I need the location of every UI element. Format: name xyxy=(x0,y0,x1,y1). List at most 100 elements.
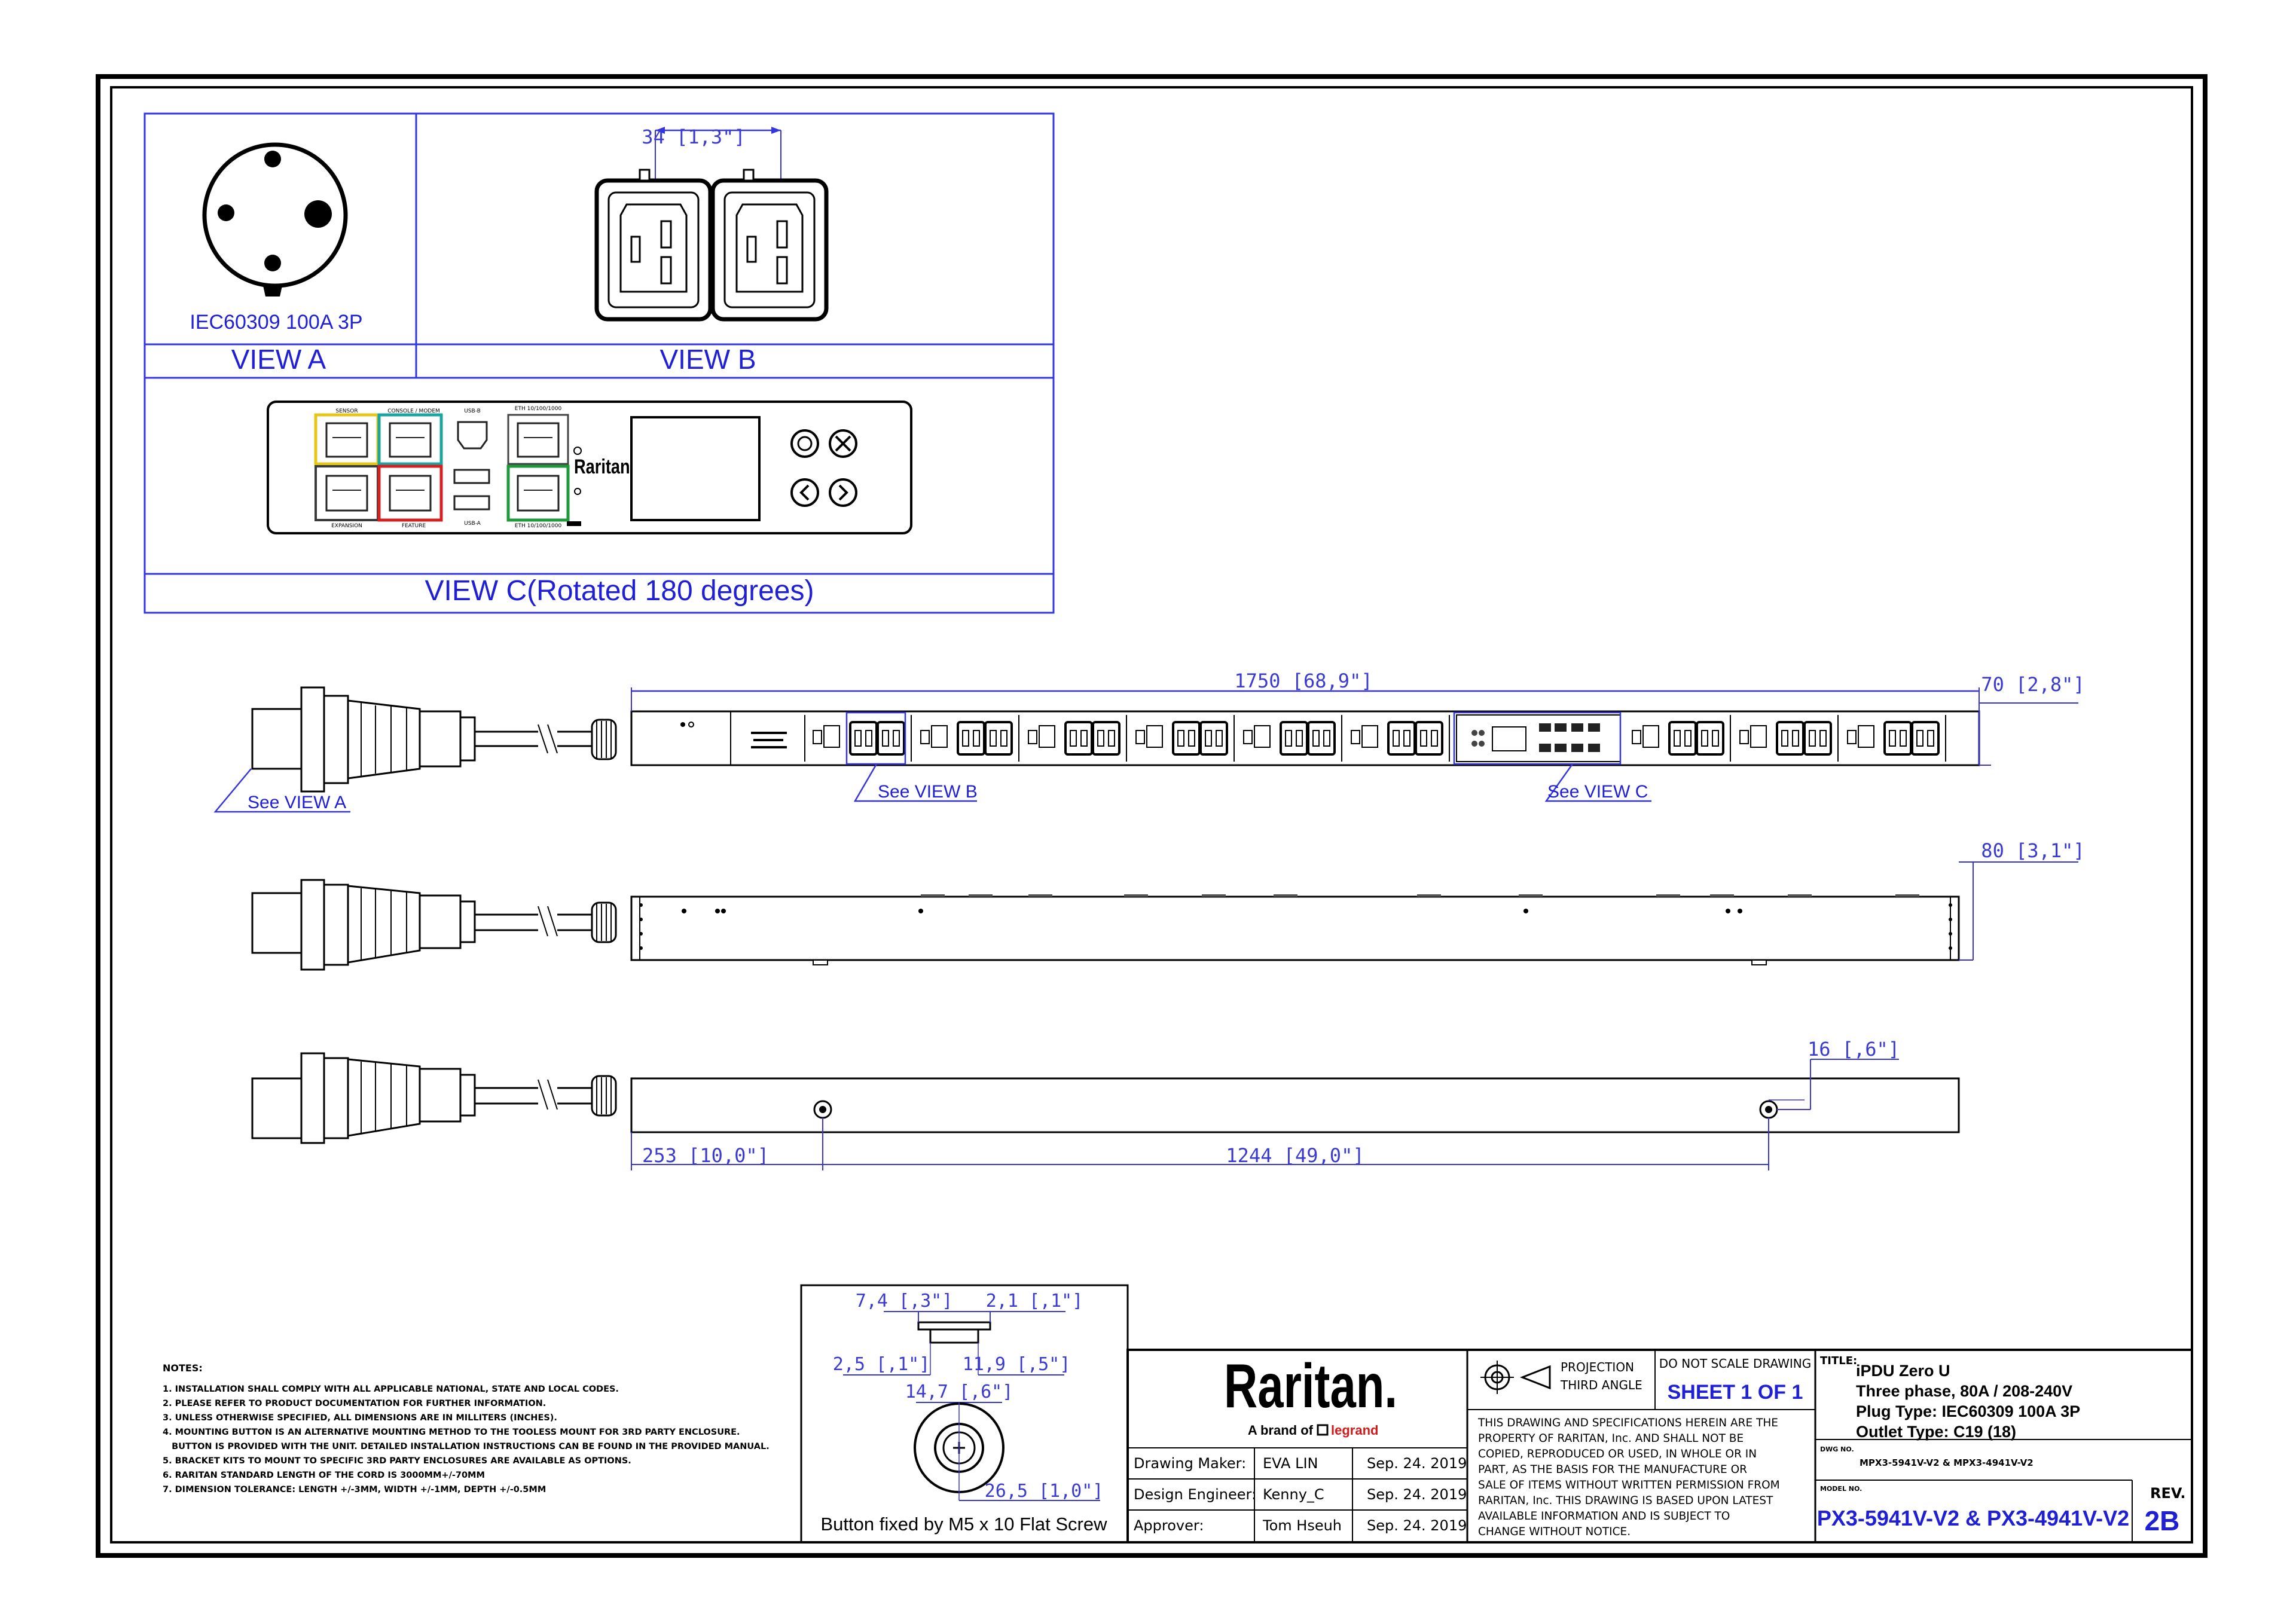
outlet-profile-mark xyxy=(1202,894,1226,897)
outer-border xyxy=(96,74,2208,1558)
port-label: EXPANSION xyxy=(331,523,362,529)
side-rivets xyxy=(918,894,1919,913)
note-line: BUTTON IS PROVIDED WITH THE UNIT. DETAIL… xyxy=(163,1442,770,1451)
button-dim-6: 26,5 [1,0"] xyxy=(985,1481,1104,1502)
outlet-profile-mark xyxy=(921,894,945,897)
port-label: SENSOR xyxy=(335,408,358,414)
breaker-icon xyxy=(1028,730,1037,744)
title-line: Three phase, 80A / 208-240V xyxy=(1856,1382,2072,1400)
disclaimer-text: THIS DRAWING AND SPECIFICATIONS HEREIN A… xyxy=(1477,1417,1780,1538)
c19-outlet xyxy=(710,169,829,322)
usb-b-port xyxy=(457,421,488,450)
length-dim: 1750 [68,9"] xyxy=(1234,670,1372,692)
raritan-logo: Raritan. xyxy=(1224,1352,1397,1421)
c19-outlet-icon xyxy=(1415,721,1443,756)
status-led xyxy=(573,447,582,455)
port-label: CONSOLE / MODEM xyxy=(387,408,440,414)
pdu-body-side xyxy=(630,895,1960,961)
disclaimer-line: PART, AS THE BASIS FOR THE MANUFACTURE O… xyxy=(1478,1463,1747,1476)
disclaimer-line: THIS DRAWING AND SPECIFICATIONS HEREIN A… xyxy=(1477,1417,1778,1429)
rj45-port xyxy=(389,422,432,458)
callout-view-b: See VIEW B xyxy=(878,782,978,802)
title-line: Outlet Type: C19 (18) xyxy=(1856,1423,2016,1441)
eth-port-highlight xyxy=(506,464,570,522)
view-a-plug-face xyxy=(202,142,348,297)
design-engineer-label: Design Engineer: xyxy=(1134,1486,1256,1503)
c19-outlet-icon xyxy=(849,721,878,756)
breaker-icon xyxy=(1243,730,1253,744)
plug-pin xyxy=(264,255,281,271)
views-frame xyxy=(144,112,1055,614)
c19-outlet-icon xyxy=(1172,721,1201,756)
button-dim-5: 14,7 [,6"] xyxy=(905,1381,1013,1402)
note-line: 6. RARITAN STANDARD LENGTH OF THE CORD I… xyxy=(163,1471,485,1480)
rj45-port xyxy=(325,475,368,512)
projection-label: PROJECTION xyxy=(1561,1360,1634,1374)
c19-outlet-icon xyxy=(1199,721,1228,756)
c19-outlet-icon xyxy=(1280,721,1308,756)
view-b-outlets: 34 [1,3"] xyxy=(594,126,829,322)
breaker-icon xyxy=(1632,730,1641,744)
views-panel: IEC60309 100A 3P VIEW A 34 [1,3"] xyxy=(144,112,1055,614)
rj45-port xyxy=(325,422,368,458)
outlet-group xyxy=(1739,715,1839,762)
cord-gland xyxy=(591,719,617,760)
c19-outlet-icon xyxy=(1307,721,1336,756)
panel-brand: Raritan xyxy=(574,455,630,478)
notes-block: NOTES: 1. INSTALLATION SHALL COMPLY WITH… xyxy=(163,1362,770,1494)
lcd-display xyxy=(630,416,761,521)
inlet-plug xyxy=(251,879,476,971)
legrand-brand: legrand xyxy=(1331,1423,1378,1438)
rj45-port xyxy=(517,422,560,458)
rivet xyxy=(918,909,923,913)
outlet-group xyxy=(1351,715,1450,762)
note-line: 3. UNLESS OTHERWISE SPECIFIED, ALL DIMEN… xyxy=(163,1413,557,1423)
view-a-caption: IEC60309 100A 3P xyxy=(190,311,362,334)
usb-a-port xyxy=(453,469,490,484)
do-not-scale: DO NOT SCALE DRAWING xyxy=(1659,1356,1811,1371)
dwg-number: MPX3-5941V-V2 & MPX3-4941V-V2 xyxy=(1860,1457,2034,1468)
outlet-group xyxy=(920,715,1019,762)
note-line: 2. PLEASE REFER TO PRODUCT DOCUMENTATION… xyxy=(163,1399,546,1408)
title-line: Plug Type: IEC60309 100A 3P xyxy=(1856,1402,2080,1420)
offset-dim: 253 [10,0"] xyxy=(642,1144,769,1167)
outlet-group xyxy=(1847,715,1946,762)
usb-a-port xyxy=(453,495,490,511)
pdu-body-rear xyxy=(630,1077,1960,1133)
rev-label: REV. xyxy=(2150,1485,2185,1502)
right-arrow-button-icon xyxy=(829,478,857,507)
callout-view-a: See VIEW A xyxy=(248,793,346,812)
c19-outlet-icon xyxy=(1696,721,1724,756)
outlet-group xyxy=(1632,715,1731,762)
c19-outlet xyxy=(594,169,713,322)
drawing-maker-date: Sep. 24. 2019 xyxy=(1367,1455,1467,1472)
button-dim-2: 2,1 [,1"] xyxy=(986,1291,1083,1312)
outlet-profile-mark xyxy=(1788,894,1812,897)
c19-outlet-icon xyxy=(1668,721,1697,756)
depth-dim: 80 [3,1"] xyxy=(1981,839,2084,862)
note-line: 4. MOUNTING BUTTON IS AN ALTERNATIVE MOU… xyxy=(163,1428,740,1437)
button-dim-3: 2,5 [,1"] xyxy=(833,1354,930,1375)
hole-dim: 16 [,6"] xyxy=(1808,1038,1900,1060)
outlet-group xyxy=(813,715,912,762)
eth-port-frame xyxy=(507,414,569,465)
rivet xyxy=(1738,909,1742,913)
title-block-frame xyxy=(1126,1349,2193,1543)
button-shank xyxy=(929,1328,979,1344)
breaker-icon xyxy=(1739,730,1749,744)
rev-value: 2B xyxy=(2145,1505,2180,1536)
inlet-plug xyxy=(251,686,476,793)
c19-outlet-icon xyxy=(1387,721,1416,756)
approver-name: Tom Hseuh xyxy=(1262,1517,1342,1534)
outlet-profile-mark xyxy=(1656,894,1680,897)
logo-tagline: A brand of xyxy=(1248,1423,1314,1438)
plug-pin xyxy=(218,204,234,221)
outlet-profile-mark xyxy=(1710,894,1734,897)
rivet xyxy=(1523,909,1528,913)
breaker-icon xyxy=(813,730,822,744)
notes-heading: NOTES: xyxy=(163,1362,203,1374)
pdu-front-view: 1750 [68,9"] 70 [2,8"] See VIEW A See VI… xyxy=(213,670,2085,813)
inlet-plug xyxy=(251,1052,476,1144)
view-b-title: VIEW B xyxy=(660,344,756,375)
